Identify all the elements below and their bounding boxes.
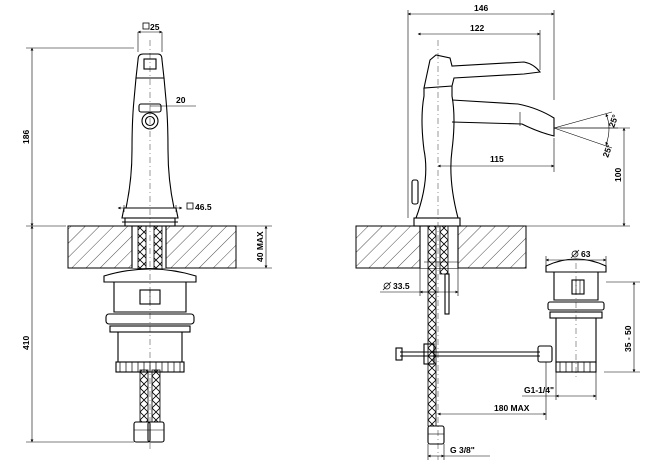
front-deck-section — [67, 225, 237, 269]
dim-spout-reach: 115 — [437, 138, 555, 172]
dim-overall-height-lower-label: 410 — [21, 336, 31, 350]
dim-overall-height-lower: 410 — [21, 225, 134, 443]
dim-lever-length-label: 122 — [470, 23, 484, 33]
dim-lever-offset: 20 — [150, 95, 196, 107]
dim-drain-diameter-label: 63 — [581, 249, 591, 259]
side-faucet-body — [411, 54, 555, 227]
dim-deck-thickness: 40 MAX — [236, 225, 272, 269]
side-drain — [545, 250, 607, 380]
dim-spout-top-square: 25 — [137, 22, 163, 52]
spray-angles: 25° 25° — [553, 111, 620, 159]
dim-drain-thread-label: G1-1/4" — [524, 385, 554, 395]
side-drain-thread — [559, 362, 591, 372]
dim-rod-length-label: 180 MAX — [494, 403, 530, 413]
dim-spout-reach-label: 115 — [490, 154, 504, 164]
dim-rod-length: 180 MAX — [437, 362, 547, 420]
dim-overall-height-upper-label: 186 — [21, 130, 31, 144]
dim-base-square: 46.5 — [117, 202, 212, 212]
dim-drain-thread: G1-1/4" — [522, 372, 597, 400]
dim-hole-diameter-label: 33.5 — [393, 281, 410, 291]
front-view: 25 20 186 46.5 410 — [21, 22, 272, 450]
dim-spout-height-label: 100 — [613, 168, 623, 182]
dim-overall-length-label: 146 — [474, 3, 488, 13]
side-view: 25° 25° — [355, 3, 640, 460]
dim-supply-thread: G 3/8" — [427, 444, 490, 460]
dim-spout-top-square-label: 25 — [150, 22, 160, 32]
dim-drain-diameter: 63 — [545, 249, 607, 266]
dim-angle-up-label: 25° — [606, 113, 620, 129]
dim-hole-diameter: 33.5 — [380, 268, 459, 296]
dim-overall-height-upper: 186 — [21, 47, 134, 227]
dim-angle-down-label: 25° — [600, 143, 614, 159]
side-popup-rod — [395, 343, 553, 365]
dim-drain-range-label: 35 - 50 — [623, 325, 633, 352]
dim-supply-thread-label: G 3/8" — [450, 445, 475, 455]
dim-lever-length: 122 — [417, 23, 541, 70]
side-hoses — [424, 225, 458, 445]
dim-base-square-label: 46.5 — [195, 202, 212, 212]
dim-spout-height: 100 — [526, 127, 630, 227]
dim-overall-length: 146 — [407, 3, 555, 218]
dim-drain-range: 35 - 50 — [604, 281, 640, 373]
front-hose-nuts — [133, 421, 165, 443]
dim-lever-offset-label: 20 — [176, 95, 186, 105]
dim-deck-thickness-label: 40 MAX — [255, 231, 265, 262]
